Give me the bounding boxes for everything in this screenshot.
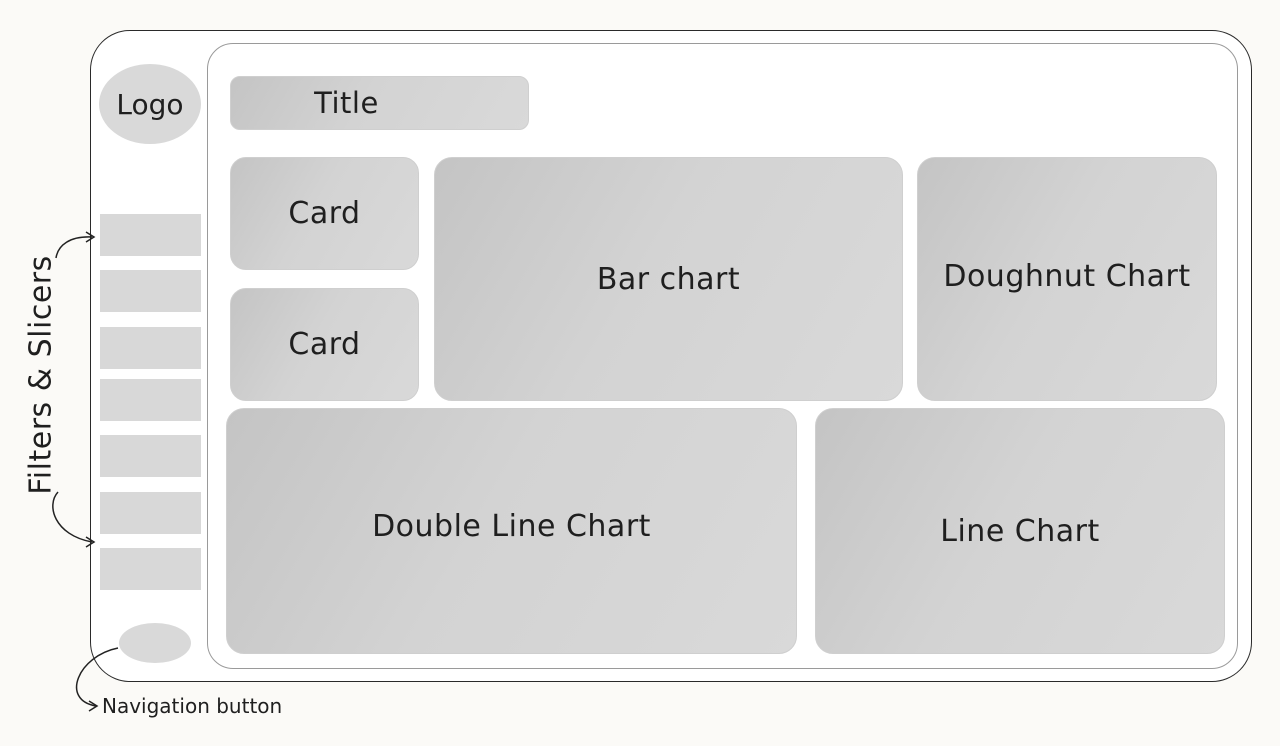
navigation-button-annotation: Navigation button — [102, 694, 283, 718]
arrowhead-bottom — [85, 536, 96, 548]
filter-slicer[interactable] — [100, 270, 201, 312]
arrow-to-top-slicer — [55, 236, 93, 259]
arrowhead-top — [85, 231, 96, 243]
page-title: Title — [230, 76, 529, 130]
line-chart-placeholder: Line Chart — [815, 408, 1225, 654]
arrow-to-bottom-slicer — [52, 491, 93, 543]
double-line-chart-placeholder: Double Line Chart — [226, 408, 797, 654]
card-placeholder: Card — [230, 288, 419, 401]
arrowhead-nav — [88, 700, 99, 712]
card-placeholder: Card — [230, 157, 419, 270]
bar-chart-placeholder: Bar chart — [434, 157, 903, 401]
logo: Logo — [99, 64, 201, 144]
filter-slicer[interactable] — [100, 492, 201, 534]
doughnut-chart-placeholder: Doughnut Chart — [917, 157, 1217, 401]
filter-slicer[interactable] — [100, 435, 201, 477]
filter-slicer[interactable] — [100, 548, 201, 590]
navigation-button[interactable] — [119, 623, 191, 663]
filter-slicer[interactable] — [100, 214, 201, 256]
filter-slicer[interactable] — [100, 327, 201, 369]
filter-slicer[interactable] — [100, 379, 201, 421]
arrow-to-navigation-label — [76, 647, 119, 707]
